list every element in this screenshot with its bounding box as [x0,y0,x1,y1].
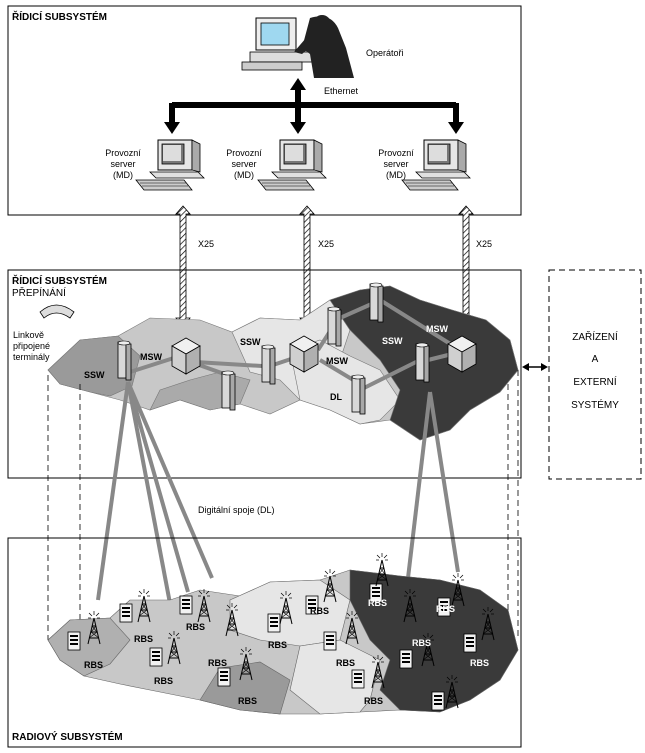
ssw-label-left: SSW [84,370,105,380]
svg-text:EXTERNÍ: EXTERNÍ [573,375,617,388]
radio-subsystem-box [7,537,522,748]
svg-text:ZAŘÍZENÍ: ZAŘÍZENÍ [572,330,618,343]
x25-label-middle: X25 [318,239,334,249]
server-label-middle: Provozní server (MD) [226,148,262,180]
switching-labels: SSW MSW SSW MSW DL SSW MSW [84,324,449,402]
svg-text:RBS: RBS [412,638,431,648]
ssw-node-icon-b [261,344,276,385]
svg-text:RBS: RBS [154,676,173,686]
svg-text:(MD): (MD) [113,170,133,180]
server-label-right: Provozní server (MD) [378,148,414,180]
switching-label: PŘEPÍNÁNÍ [12,286,66,299]
switching-subsystem-box [7,269,522,479]
svg-text:Provozní: Provozní [226,148,262,158]
external-systems-box [548,269,642,480]
svg-text:RBS: RBS [368,598,387,608]
svg-text:RBS: RBS [84,660,103,670]
digital-links-label: Digitální spoje (DL) [198,505,275,515]
msw-label-middle: MSW [326,356,349,366]
svg-text:(MD): (MD) [234,170,254,180]
svg-text:(MD): (MD) [386,170,406,180]
rbs-labels: RBS RBS RBS RBS RBS RBS RBS RBS RBS RBS … [84,598,489,726]
ssw-node-icon-e [351,374,366,415]
svg-text:RBS: RBS [336,658,355,668]
digital-links [96,381,460,615]
ssw-node-icon-f [415,342,430,383]
svg-text:server: server [383,159,408,169]
svg-text:připojené: připojené [13,341,50,351]
x25-label-left: X25 [198,239,214,249]
msw-node-icon-middle [289,335,319,373]
x25-label-right: X25 [476,239,492,249]
bidirectional-arrow-icon [522,363,548,371]
svg-text:Provozní: Provozní [105,148,141,158]
svg-text:RBS: RBS [436,716,455,726]
svg-text:RBS: RBS [208,658,227,668]
svg-text:RBS: RBS [186,622,205,632]
server-label-left: Provozní server (MD) [105,148,141,180]
svg-text:RBS: RBS [310,606,329,616]
msw-node-icon-left [171,337,201,375]
svg-text:RBS: RBS [436,604,455,614]
msw-label-right: MSW [426,324,449,334]
radio-subsystem-title: RADIOVÝ SUBSYSTÉM [12,730,123,743]
ssw-node-icon-c [327,306,342,347]
operator-workstation-icon [241,15,354,78]
svg-text:RBS: RBS [364,696,383,706]
msw-node-icon-right [447,335,477,373]
svg-text:server: server [231,159,256,169]
ssw-node-icon-a [221,370,236,411]
control-subsystem-title: ŘÍDICÍ SUBSYSTÉM [12,10,107,23]
dl-label: DL [330,392,342,402]
svg-text:RBS: RBS [238,696,257,706]
x25-link-left [175,205,191,329]
linked-terminals-label: Linkově připojené terminály [13,330,50,362]
svg-text:Provozní: Provozní [378,148,414,158]
telephone-icon [39,304,75,319]
ssw-node-icon-left [117,340,132,381]
svg-text:RBS: RBS [268,640,287,650]
svg-text:RBS: RBS [134,634,153,644]
external-systems-label: ZAŘÍZENÍ A EXTERNÍ SYSTÉMY [571,330,619,411]
svg-text:A: A [592,354,599,365]
svg-text:Linkově: Linkově [13,330,44,340]
radio-cells [47,569,519,715]
ssw-label-right: SSW [382,336,403,346]
svg-text:SYSTÉMY: SYSTÉMY [571,398,619,411]
msw-label-left: MSW [140,352,163,362]
x25-link-middle [299,205,315,329]
switching-subsystem-title: ŘÍDICÍ SUBSYSTÉM [12,274,107,287]
operators-label: Operátoři [366,48,404,58]
ethernet-bus [164,78,464,134]
ssw-node-icon-d [369,282,384,323]
ssw-label-middle: SSW [240,337,261,347]
dashed-boundaries [47,370,519,640]
svg-text:terminály: terminály [13,352,50,362]
svg-text:RBS: RBS [470,658,489,668]
svg-text:server: server [110,159,135,169]
ethernet-label: Ethernet [324,86,359,96]
